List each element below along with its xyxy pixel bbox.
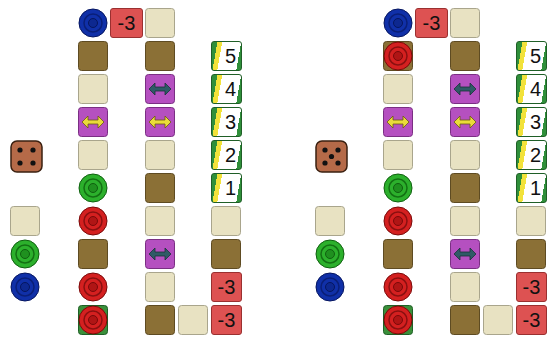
board-tile [179,306,208,335]
dice [316,141,347,172]
swap-tile [451,75,480,104]
numbered-tile: 3 [211,107,242,137]
swap-tile [146,75,175,104]
board-tile [79,240,108,269]
player-token [384,174,412,202]
player-token [316,240,344,268]
penalty-tile: -3 [516,305,547,335]
tile-value: 3 [530,112,541,132]
board-tile [451,174,480,203]
numbered-tile: 2 [211,140,242,170]
player-token [11,240,39,268]
tile-value: -3 [118,13,136,33]
numbered-tile: 2 [516,140,547,170]
board-tile [484,306,513,335]
penalty-tile: -3 [516,272,547,302]
numbered-tile: 5 [516,41,547,71]
player-token [79,174,107,202]
numbered-tile: 4 [211,74,242,104]
tile-value: 1 [225,178,236,198]
board-tile [79,75,108,104]
penalty-tile: -3 [211,305,242,335]
board-tile [451,42,480,71]
tile-value: -3 [523,277,541,297]
board-tile [146,207,175,236]
swap-tile [451,240,480,269]
player-token [384,42,412,70]
board-tile [146,141,175,170]
start-tile [384,306,413,335]
player-token [384,207,412,235]
numbered-tile: 1 [516,173,547,203]
board-tile [517,207,546,236]
numbered-tile: 1 [211,173,242,203]
swap-tile [384,108,413,137]
board-tile [384,141,413,170]
player-token [79,273,107,301]
tile-value: -3 [218,310,236,330]
tile-value: -3 [423,13,441,33]
tile-value: -3 [523,310,541,330]
board-tile [146,273,175,302]
player-token [11,273,39,301]
board-tile [517,240,546,269]
board-tile [212,207,241,236]
penalty-tile: -3 [110,8,143,38]
player-token [384,306,412,334]
swap-tile [79,108,108,137]
board-tile [146,306,175,335]
tile-value: 4 [225,79,236,99]
tile-value: 2 [225,145,236,165]
player-token [79,9,107,37]
board-tile [79,42,108,71]
dice [11,141,42,172]
board-tile [146,42,175,71]
left-panel [11,9,241,335]
player-token [79,207,107,235]
board-tile [451,9,480,38]
board-tile [384,75,413,104]
player-token [316,273,344,301]
penalty-tile: -3 [211,272,242,302]
board-tile [384,240,413,269]
board-tile [11,207,40,236]
tile-value: 4 [530,79,541,99]
start-tile [79,306,108,335]
tile-value: 1 [530,178,541,198]
swap-tile [451,108,480,137]
board-tile [79,141,108,170]
swap-tile [146,240,175,269]
player-token [384,273,412,301]
board-tile [384,42,413,71]
board-tile [212,240,241,269]
tile-value: 3 [225,112,236,132]
board-tile [451,273,480,302]
board-tile [451,141,480,170]
tile-value: 5 [530,46,541,66]
board-tile [146,174,175,203]
player-token [79,306,107,334]
numbered-tile: 3 [516,107,547,137]
penalty-tile: -3 [415,8,448,38]
board-tile [316,207,345,236]
player-token [384,9,412,37]
swap-tile [146,108,175,137]
tile-value: 5 [225,46,236,66]
board-tile [451,207,480,236]
tile-value: 2 [530,145,541,165]
numbered-tile: 4 [516,74,547,104]
board-tile [146,9,175,38]
board-tile [451,306,480,335]
right-panel [316,9,546,335]
tile-value: -3 [218,277,236,297]
numbered-tile: 5 [211,41,242,71]
